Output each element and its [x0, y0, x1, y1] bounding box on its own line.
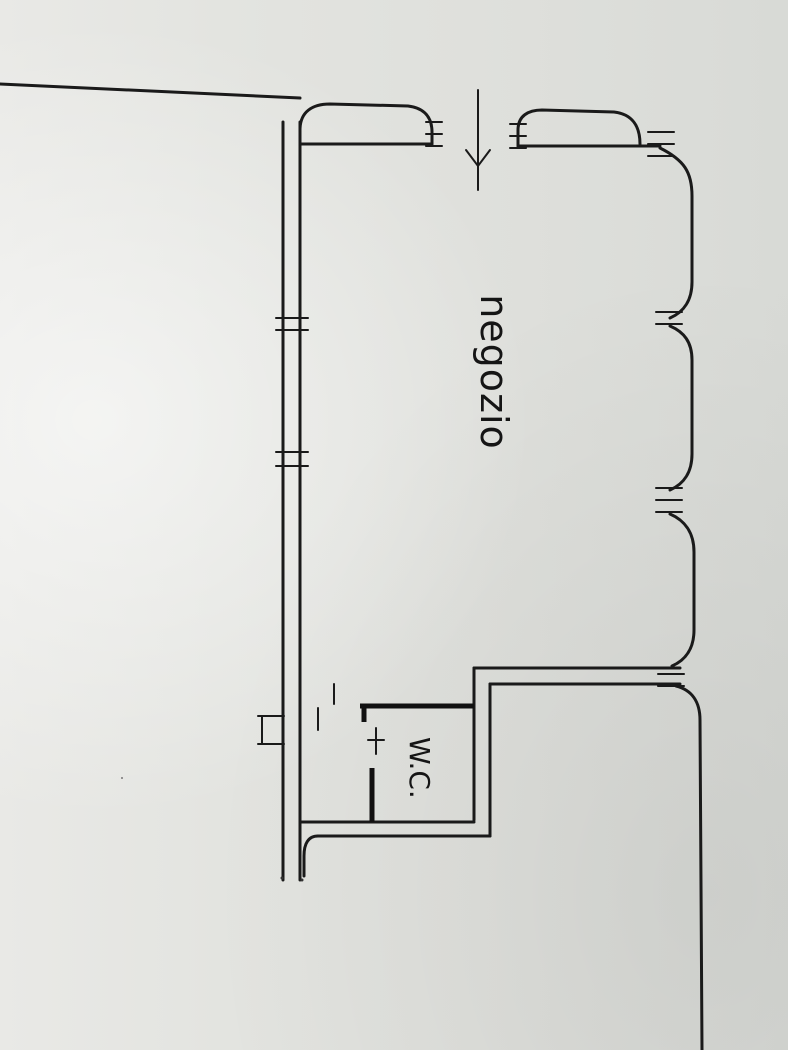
room-label-wc: W.C. — [403, 737, 436, 799]
left-wall-ticks — [257, 317, 309, 745]
top-right-window — [509, 108, 675, 157]
left-wall — [281, 120, 302, 882]
wc-door — [317, 683, 474, 822]
top-left-window — [298, 102, 443, 147]
wc-partition — [298, 666, 682, 878]
right-facade — [655, 146, 696, 687]
room-label-shop: negozio — [472, 294, 516, 450]
right-lower-wall — [674, 684, 704, 1050]
down-arrow-icon — [465, 89, 491, 191]
scan-specks — [121, 777, 304, 882]
top-edge-line — [0, 82, 302, 100]
